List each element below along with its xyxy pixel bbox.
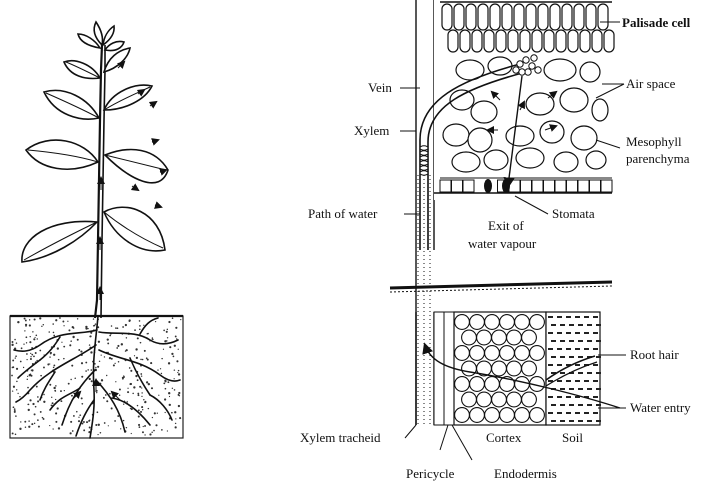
label-mesophyll-line2: parenchyma (626, 151, 690, 166)
xylem-rings (420, 146, 428, 175)
cortex-cells (455, 315, 545, 423)
label-stomata: Stomata (552, 206, 595, 221)
label-pericycle: Pericycle (406, 466, 455, 481)
label-endodermis: Endodermis (494, 466, 557, 481)
label-root-hair: Root hair (630, 347, 679, 362)
label-xylem: Xylem (354, 123, 389, 138)
plant-leaves (22, 22, 168, 262)
label-palisade-cell: Palisade cell (622, 15, 691, 30)
label-water-entry: Water entry (630, 400, 691, 415)
ground-line (390, 282, 612, 292)
plant-illustration (10, 22, 183, 438)
label-exit-line2: water vapour (468, 236, 537, 251)
label-cortex: Cortex (486, 430, 522, 445)
label-exit-line1: Exit of (488, 218, 524, 233)
lower-epidermis (440, 180, 612, 192)
label-soil: Soil (562, 430, 583, 445)
label-path-of-water: Path of water (308, 206, 378, 221)
label-air-space: Air space (626, 76, 676, 91)
palisade-cells (442, 4, 614, 52)
label-mesophyll-line1: Mesophyll (626, 134, 682, 149)
label-vein: Vein (368, 80, 392, 95)
label-xylem-tracheid: Xylem tracheid (300, 430, 381, 445)
root-section (416, 312, 620, 425)
